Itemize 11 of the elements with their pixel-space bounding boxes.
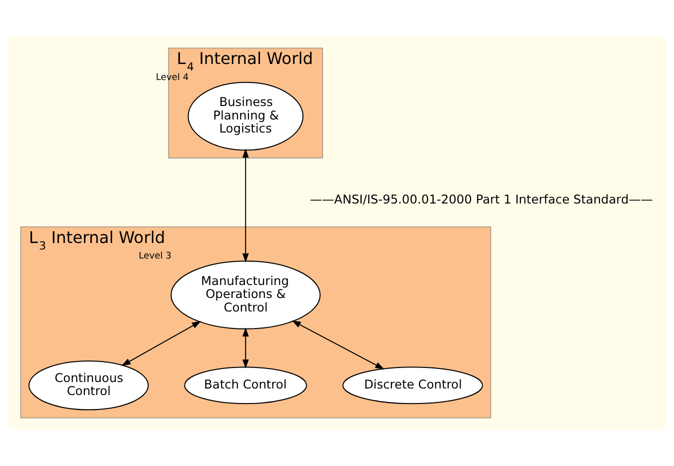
node-label: Level 3 <box>138 251 172 262</box>
node-ellipse: Continuous Control <box>28 360 149 410</box>
node-ellipse: Batch Control <box>184 366 308 404</box>
node-ellipse: Discrete Control <box>342 366 483 404</box>
node-label: Level 4 <box>156 72 189 83</box>
label: ——ANSI/IS-95.00.01-2000 Part 1 Interface Standard—— <box>310 192 653 207</box>
arrow <box>242 148 249 263</box>
arrow <box>292 320 384 370</box>
arrow <box>242 327 249 369</box>
node-ellipse: Business Planning & Logistics <box>188 82 304 151</box>
arrow <box>121 321 202 366</box>
